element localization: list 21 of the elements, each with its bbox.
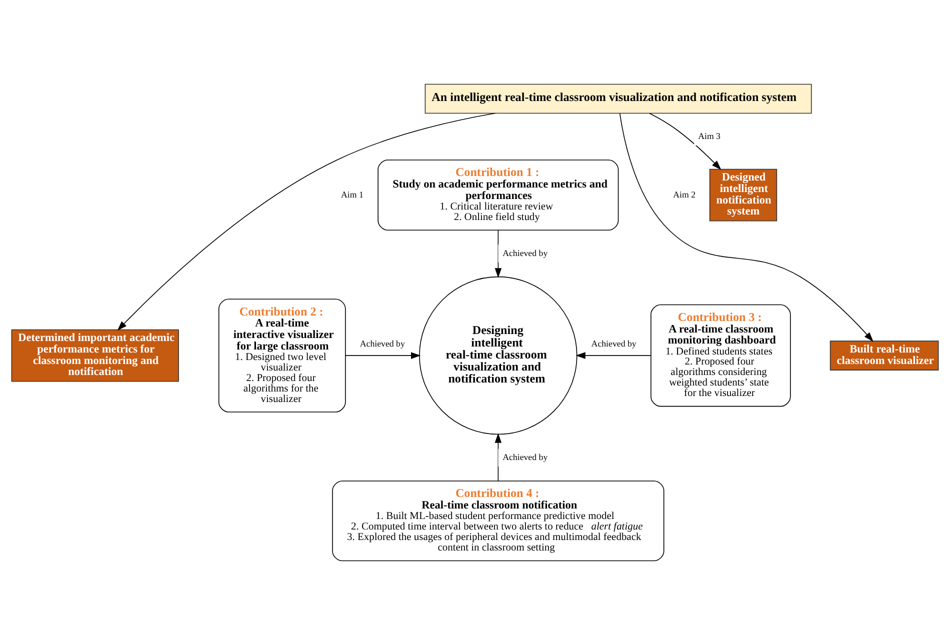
edge-label: Achieved by <box>591 338 636 348</box>
edge-label: Achieved by <box>502 247 548 258</box>
node-box: Built real-time classroom visualizer <box>830 340 939 370</box>
node-box: Contribution 4 : Real-time classroom notification 1. Built ML-based student performance predictive model 2. Computed time interval between two alerts to reduce alert fatigue 3. Explored the usages of peripheral devices and multimodal feedback content in classroom setting <box>332 480 664 561</box>
arrow <box>576 352 652 358</box>
arrow <box>649 112 722 170</box>
edge-label: Aim 1 <box>340 188 364 199</box>
node-box: An intelligent real-time classroom visualization and notification system <box>424 83 812 114</box>
node-box: Designed intelligent notification system <box>709 168 778 221</box>
edge-label: Aim 3 <box>698 130 720 140</box>
node-box: Determined important academic performance metrics for classroom monitoring and notification <box>11 328 179 382</box>
arrow <box>345 352 421 358</box>
node-box: Contribution 2 : A real-time interactive visualizer for large classroom 1. Designed two level visualizer 2. Proposed four algorithms for the visualizer <box>218 298 346 412</box>
arrow <box>117 112 496 330</box>
arrow <box>619 112 874 342</box>
edge-label: Achieved by <box>502 451 548 462</box>
node-circle: Designing intelligent real-time classroom visualization and notification system <box>419 276 578 434</box>
edge-label: Achieved by <box>360 338 405 348</box>
node-box: Contribution 1 : Study on academic performance metrics and performances 1. Critical literature review 2. Online field study <box>378 159 619 230</box>
edge-label: Aim 2 <box>673 188 696 199</box>
node-box: Contribution 3 : A real-time classroom monitoring dashboard 1. Defined students states 2. Proposed four algorithms considering weighted students’ state for the visualizer <box>650 304 791 406</box>
